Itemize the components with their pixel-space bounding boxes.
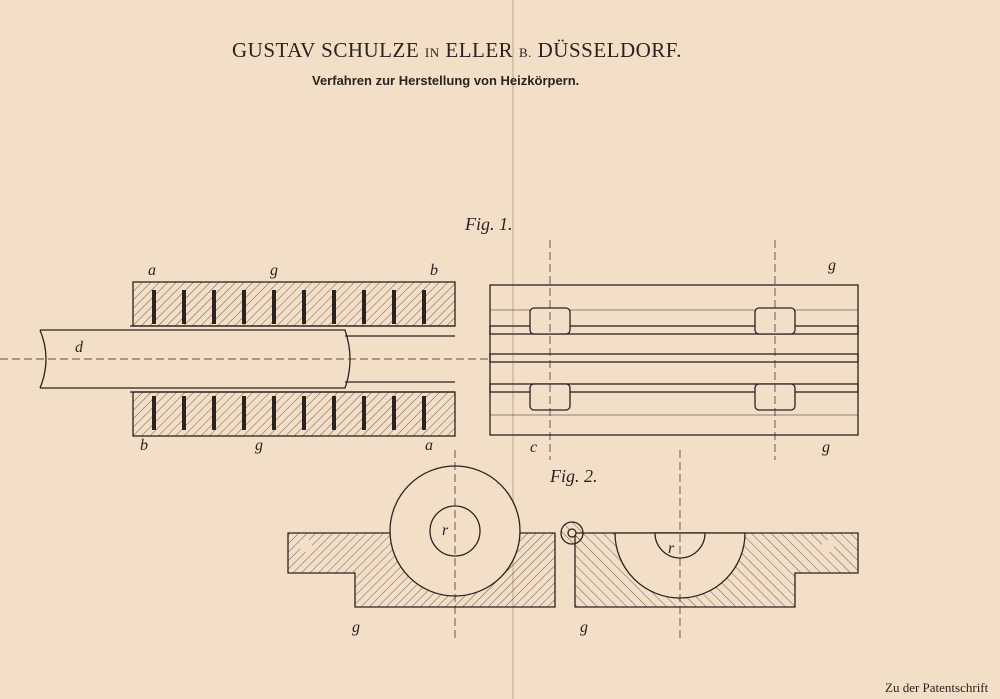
fin <box>152 290 156 324</box>
fin <box>182 290 186 324</box>
patent-subtitle: Verfahren zur Herstellung von Heizkörper… <box>312 73 580 88</box>
fin <box>392 290 396 324</box>
fin <box>272 290 276 324</box>
fin <box>242 290 246 324</box>
footer-note: Zu der Patentschrift <box>885 680 989 695</box>
fin <box>422 396 426 430</box>
label-g-fig2-left: g <box>352 619 360 636</box>
patent-holder: GUSTAV SCHULZE IN ELLER B. DÜSSELDORF. <box>232 38 683 62</box>
label-g-fig2-right: g <box>580 619 588 636</box>
fin <box>332 396 336 430</box>
fin <box>182 396 186 430</box>
fin <box>332 290 336 324</box>
fin <box>302 396 306 430</box>
fin <box>362 396 366 430</box>
fin <box>242 396 246 430</box>
fin <box>422 290 426 324</box>
fin <box>152 396 156 430</box>
fin <box>272 396 276 430</box>
fig1-section-view <box>39 281 456 437</box>
label-c: c <box>530 439 537 456</box>
fin <box>212 290 216 324</box>
fig1-caption: Fig. 1. <box>464 214 513 234</box>
label-g: g <box>270 262 278 279</box>
label-b: b <box>430 262 438 279</box>
label-g-side: g <box>828 257 836 274</box>
label-b-bottom: b <box>140 437 148 454</box>
label-a: a <box>148 262 156 279</box>
label-d: d <box>75 339 84 356</box>
fig2-caption: Fig. 2. <box>549 466 598 486</box>
label-r-right: r <box>668 540 675 557</box>
label-g-bottom: g <box>255 437 263 454</box>
fig1-side-view <box>489 240 859 460</box>
fin <box>362 290 366 324</box>
label-r-left: r <box>442 522 449 539</box>
fig2-section-view <box>287 450 859 640</box>
fin <box>302 290 306 324</box>
label-a-bottom: a <box>425 437 433 454</box>
fin <box>392 396 396 430</box>
fin <box>212 396 216 430</box>
page-fold <box>512 0 514 699</box>
label-g-side-bottom: g <box>822 439 830 456</box>
